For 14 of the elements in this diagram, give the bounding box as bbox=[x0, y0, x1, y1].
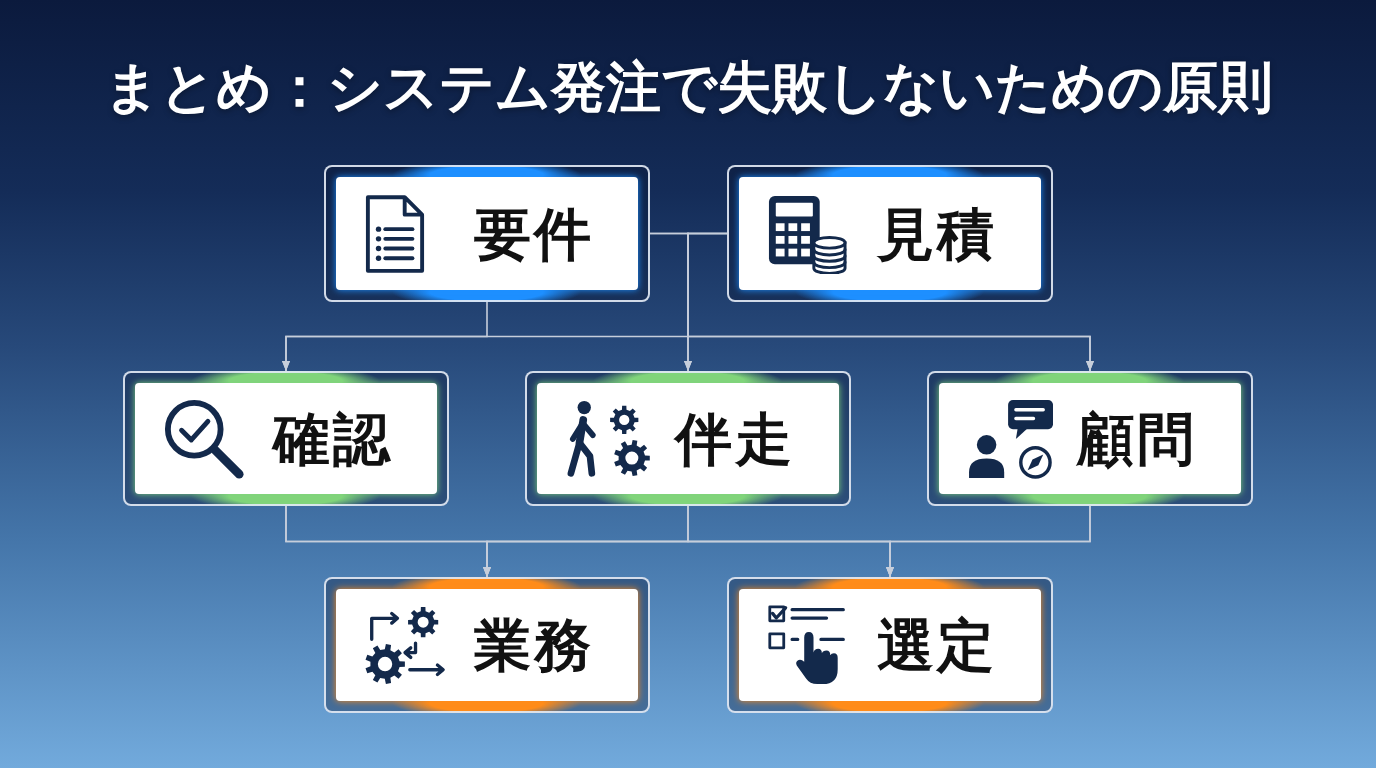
node-label: 確認 bbox=[273, 410, 393, 467]
node-frame bbox=[927, 371, 1253, 506]
node-frame bbox=[525, 371, 851, 506]
node-label: 業務 bbox=[474, 616, 594, 674]
node-frame bbox=[324, 165, 650, 302]
node-label: 見積 bbox=[877, 205, 997, 262]
node-label: 選定 bbox=[877, 616, 997, 674]
title: まとめ：システム発注で失敗しないための原則 bbox=[103, 57, 1273, 118]
node-label: 要件 bbox=[474, 205, 594, 262]
node-label: 伴走 bbox=[675, 410, 795, 467]
node-frame bbox=[727, 577, 1053, 713]
node-frame bbox=[727, 165, 1053, 302]
node-frame bbox=[324, 577, 650, 713]
node-frame bbox=[123, 371, 449, 506]
